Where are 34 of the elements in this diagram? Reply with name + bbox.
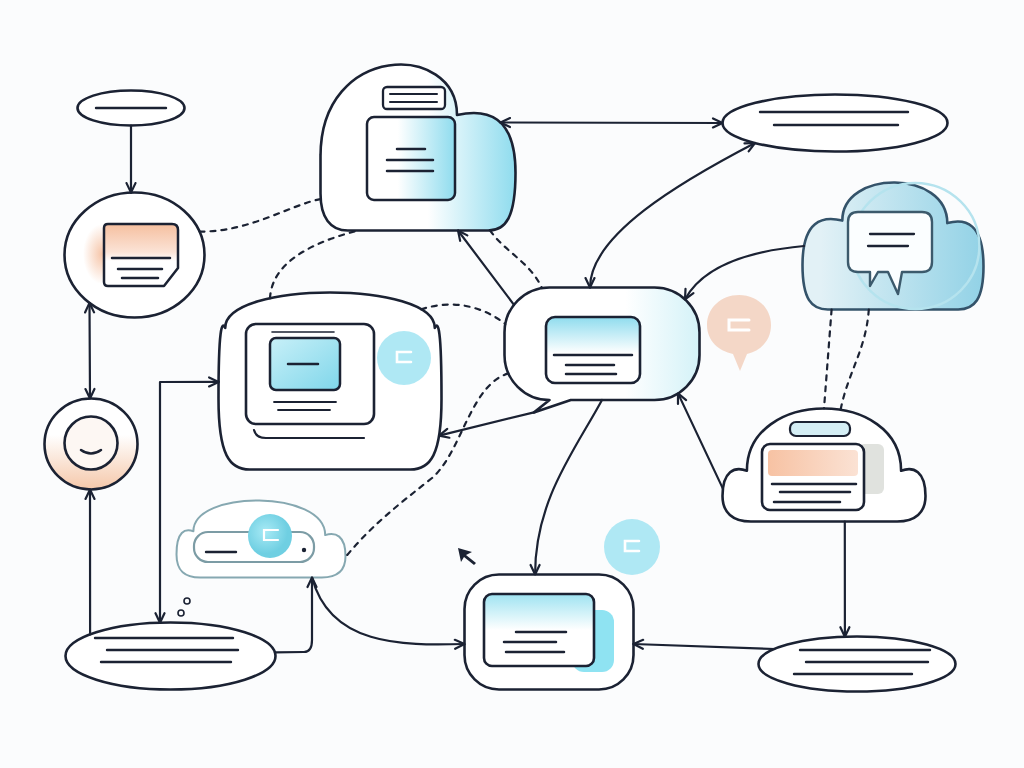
oval-node	[63, 620, 278, 692]
arrow	[676, 392, 724, 490]
arrow	[84, 488, 96, 636]
cloud-node	[216, 290, 444, 472]
dashed-line	[822, 308, 833, 410]
arrow	[529, 398, 604, 576]
arrow	[839, 520, 851, 638]
oval-node	[720, 92, 950, 154]
rounded-box-node	[462, 572, 636, 692]
arrow	[499, 116, 724, 129]
dashed-line	[839, 308, 870, 411]
circle-node	[42, 396, 140, 492]
oval-node	[756, 634, 958, 694]
arrow	[154, 376, 220, 624]
arrow	[273, 576, 318, 654]
arrow	[125, 124, 137, 194]
dashed-line	[488, 229, 544, 290]
arrow	[83, 301, 96, 400]
dashed-line	[198, 197, 322, 233]
cloud-node	[800, 180, 986, 312]
cloud-node	[318, 63, 518, 233]
dashed-line	[344, 372, 510, 559]
speech-bubble-node	[502, 285, 702, 415]
arrow	[683, 244, 806, 301]
arrow	[438, 411, 537, 439]
arrow	[585, 141, 757, 289]
arrow	[456, 229, 516, 306]
cloud-node	[174, 498, 348, 580]
cloud-node	[720, 406, 928, 524]
circle-node	[62, 190, 207, 320]
arrow	[632, 638, 776, 651]
dashed-line	[420, 303, 507, 326]
arrow	[310, 576, 466, 650]
oval-node	[75, 88, 187, 128]
